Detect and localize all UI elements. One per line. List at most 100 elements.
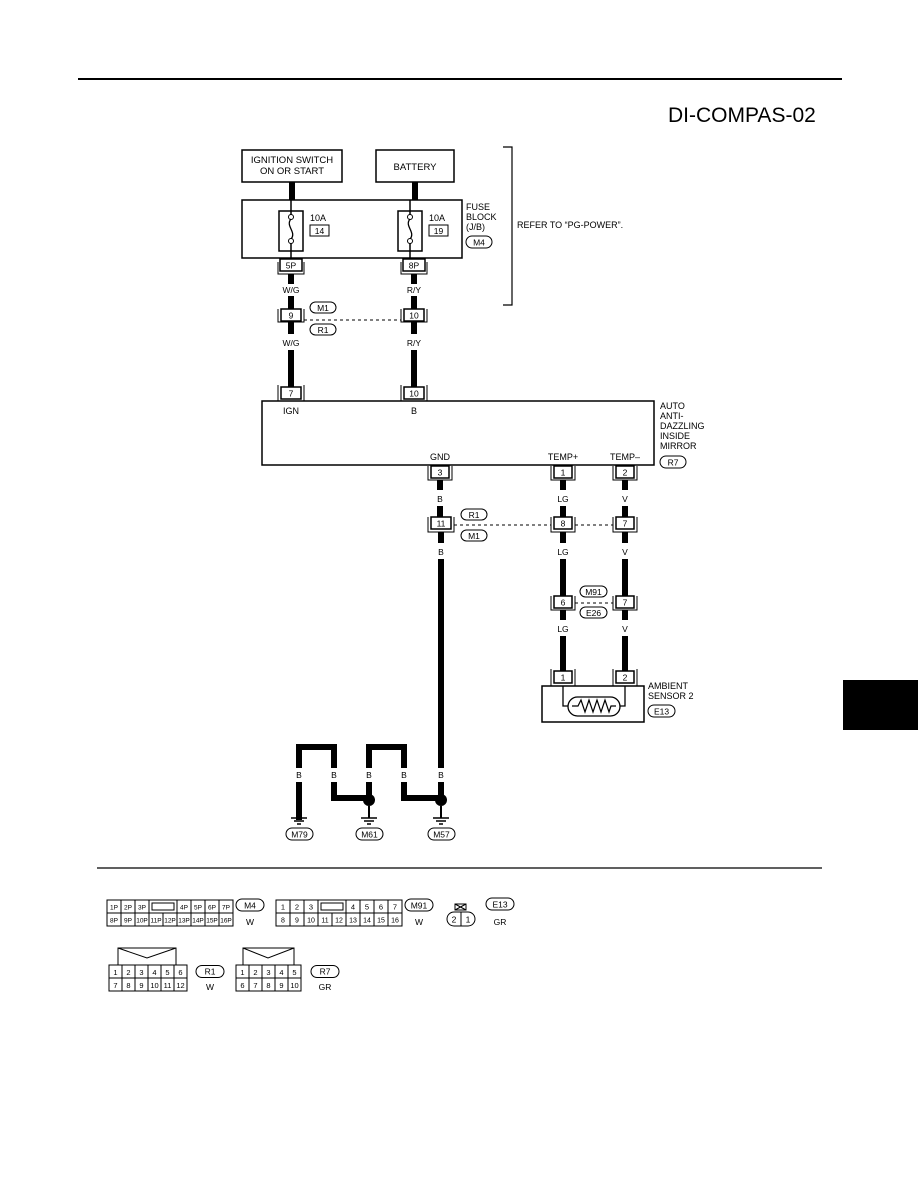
face-pin-label: 1 (281, 903, 285, 912)
svg-text:BLOCK: BLOCK (466, 212, 497, 222)
face-color-label: W (206, 982, 214, 992)
face-cell (173, 977, 188, 992)
svg-text:DAZZLING: DAZZLING (660, 421, 705, 431)
svg-text:M4: M4 (473, 238, 485, 248)
face-pin-label: 11 (321, 918, 328, 925)
svg-text:INSIDE: INSIDE (660, 431, 690, 441)
face-id-bubble (235, 898, 265, 912)
face-pin-label: 13 (349, 918, 357, 925)
svg-text:3: 3 (438, 468, 443, 478)
svg-text:11: 11 (437, 519, 446, 529)
auto-anti-dazzling-mirror: IGN B GND TEMP+ TEMP– AUTO ANTI- DAZZLIN… (261, 400, 705, 469)
svg-text:IGN: IGN (283, 406, 299, 416)
face-pin-label: 3 (139, 968, 143, 977)
svg-text:2: 2 (623, 468, 628, 478)
svg-text:IGNITION SWITCH: IGNITION SWITCH (251, 155, 333, 166)
wire-label-wg: W/G (283, 285, 300, 295)
svg-text:10: 10 (409, 389, 419, 399)
face-pin-label: 15P (206, 918, 218, 925)
wire-label-lg-2: LG (557, 547, 568, 557)
svg-text:10: 10 (409, 311, 419, 321)
face-id-bubble (404, 898, 434, 912)
face-pin-label: 2 (295, 903, 299, 912)
face-pin-label: 6P (208, 905, 216, 912)
face-color-label: GR (319, 982, 332, 992)
face-pin-label: 5 (292, 968, 296, 977)
face-hood-lock (242, 947, 295, 959)
face-pin-label: 15 (377, 918, 385, 925)
svg-text:GND: GND (430, 452, 451, 462)
face-pin-label: 7 (253, 981, 257, 990)
svg-text:2: 2 (452, 915, 457, 925)
wire-label-ry-2: R/Y (407, 338, 422, 348)
face-pin-label: 7 (113, 981, 117, 990)
svg-text:B: B (411, 406, 417, 416)
face-pin-label: 9 (279, 981, 283, 990)
svg-text:6: 6 (561, 598, 566, 608)
face-key-slot (151, 902, 175, 911)
svg-text:TEMP–: TEMP– (610, 452, 640, 462)
face-pin-label: 5 (365, 903, 369, 912)
face-cell (387, 912, 403, 927)
face-pin-label: 9P (124, 918, 132, 925)
connector-face-e13: 2 1 E13 GR (446, 897, 515, 927)
svg-text:REFER TO “PG-POWER”.: REFER TO “PG-POWER”. (517, 220, 623, 230)
svg-text:2: 2 (623, 673, 628, 683)
svg-text:ANTI-: ANTI- (660, 411, 684, 421)
svg-text:9: 9 (289, 311, 294, 321)
face-pin-label: 7P (222, 905, 230, 912)
face-hood (242, 947, 295, 965)
face-cell (218, 912, 234, 927)
face-id-bubble (310, 965, 340, 978)
wire-label-lg-1: LG (557, 494, 568, 504)
wire-label-v-1: V (622, 494, 628, 504)
svg-text:R1: R1 (469, 510, 480, 520)
svg-text:M79: M79 (291, 830, 308, 840)
joint-connector-r1-m1: 11 8 7 R1 M1 (427, 508, 638, 542)
face-id-label: R7 (320, 967, 331, 977)
svg-text:E13: E13 (654, 707, 669, 717)
joint-connector-m1-r1: 9 10 M1 R1 (277, 301, 428, 336)
face-pin-label: 12 (176, 981, 184, 990)
svg-text:8P: 8P (409, 261, 420, 271)
svg-text:R1: R1 (318, 325, 329, 335)
face-pin-label: 3 (309, 903, 313, 912)
refer-bracket: REFER TO “PG-POWER”. (503, 146, 623, 306)
face-pin-label: 10 (307, 918, 315, 925)
face-pin-label: 3P (138, 905, 146, 912)
svg-text:B: B (296, 770, 302, 780)
ambient-sensor-2: 1 2 AMBIENT SENSOR 2 E13 (541, 669, 694, 723)
svg-text:1: 1 (561, 673, 566, 683)
svg-text:SENSOR 2: SENSOR 2 (648, 691, 694, 701)
face-pin-label: 11 (164, 981, 172, 990)
face-pin-label: 5P (194, 905, 202, 912)
svg-text:ON OR START: ON OR START (260, 166, 324, 177)
face-pin-label: 6 (379, 903, 383, 912)
svg-text:TEMP+: TEMP+ (548, 452, 578, 462)
wire-label-lg-3: LG (557, 624, 568, 634)
svg-text:B: B (401, 770, 407, 780)
face-pin-label: 14P (192, 918, 204, 925)
thermistor-symbol (572, 698, 616, 714)
page-title: DI-COMPAS-02 (668, 104, 816, 127)
face-pin-label: 6 (240, 981, 244, 990)
face-pin-label: 6 (178, 968, 182, 977)
face-color-label: W (246, 917, 254, 927)
face-pin-label: 4P (180, 905, 188, 912)
ignition-switch-box: IGNITION SWITCH ON OR START (241, 149, 343, 183)
wire-label-b-2: B (438, 547, 444, 557)
face-key-slot (320, 902, 344, 911)
svg-text:FUSE: FUSE (466, 202, 490, 212)
svg-text:GR: GR (494, 917, 507, 927)
face-pin-label: 2P (124, 905, 132, 912)
svg-text:M61: M61 (361, 830, 378, 840)
face-cell (287, 977, 302, 992)
svg-text:B: B (366, 770, 372, 780)
ground-circuit: B B B B B M79 M61 M57 (285, 744, 456, 841)
face-pin-label: 4 (152, 968, 156, 977)
face-pin-label: 12 (335, 918, 343, 925)
svg-text:E13: E13 (492, 900, 507, 910)
